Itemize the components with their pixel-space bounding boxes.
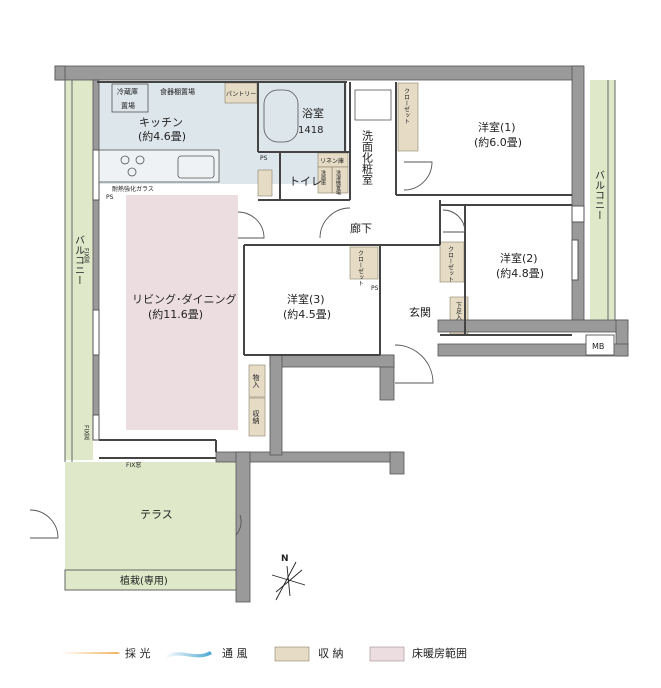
entrance-label: 玄関	[409, 305, 431, 319]
room3-area-label: (約4.5畳)	[283, 307, 331, 321]
balcony-right-area	[590, 80, 615, 320]
room2-area-label: (約4.8畳)	[496, 266, 544, 280]
small-storage	[317, 166, 333, 194]
ps3-label: PS	[371, 285, 379, 292]
planting-label: 植栽(専用)	[120, 574, 168, 587]
room2-label: 洋室(2)	[500, 251, 538, 265]
doors	[29, 161, 466, 539]
living-area-label: (約11.6畳)	[148, 307, 203, 321]
compass-label: N	[281, 554, 289, 564]
washer-label: 洗濯機置場	[335, 169, 341, 196]
storage-1	[248, 364, 266, 398]
kitchen-label: キッチン	[139, 116, 183, 129]
pantry-label: パントリー	[226, 91, 256, 98]
room3-label: 洋室(3)	[287, 292, 325, 306]
legend-storage-label: 収 納	[318, 647, 344, 660]
mb-label: MB	[592, 342, 604, 351]
glass-label: 耐熱強化ガラス	[112, 185, 154, 193]
terrace-label: テラス	[140, 508, 173, 521]
kitchen-area-label: (約4.6畳)	[138, 129, 186, 143]
fix-window2-label: FIX窓	[83, 248, 90, 264]
closet-1-storage	[397, 82, 419, 152]
hallway-label: 廊下	[350, 221, 372, 235]
legend-wind-label: 通 風	[222, 647, 248, 660]
storage2-label: 収納	[252, 410, 260, 425]
balcony-left-label: バルコニー	[73, 235, 85, 285]
ps1-label: PS	[260, 155, 268, 162]
room1-label: 洋室(1)	[478, 120, 516, 134]
ps2-label: PS	[106, 194, 114, 201]
bath-size-label: 1418	[298, 125, 323, 136]
dish-dryer-label: 食器棚置場	[160, 87, 195, 96]
room1-area-label: (約6.0畳)	[474, 135, 522, 149]
fix-window3-label: FIX窓	[83, 425, 90, 441]
fridge-label: 冷蔵庫	[117, 87, 138, 96]
kitchen-fixtures	[98, 83, 392, 183]
legend-light-label: 採 光	[125, 646, 151, 660]
closet1-label: クローゼット	[403, 88, 410, 124]
legend-wind-arrow	[165, 651, 212, 659]
fridge-place-label: 置場	[121, 101, 135, 110]
closet3-label: クローゼット	[357, 250, 364, 286]
closet2-label: クローゼット	[447, 246, 454, 282]
balcony-left-area	[65, 80, 93, 460]
legend-heating-label: 床暖房範囲	[412, 646, 467, 660]
fix-window1-label: FIX窓	[126, 461, 141, 469]
living-heating-area	[126, 195, 238, 430]
storage-2	[248, 397, 266, 437]
legend-storage-swatch	[274, 646, 310, 662]
bath-area	[260, 82, 345, 152]
shoe-label: 下足入	[455, 302, 462, 320]
storage1-label: 物入	[252, 373, 260, 388]
legend-light-arrow	[60, 648, 120, 658]
balcony-rails	[64, 80, 616, 462]
living-label: リビング･ダイニング	[132, 292, 237, 306]
legend-heating-swatch	[369, 646, 405, 662]
closet-3-storage	[349, 246, 379, 280]
bath-label: 浴室	[302, 106, 324, 120]
balcony-right-label: バルコニー	[593, 170, 605, 220]
washroom-label: 洗面化粧室	[361, 130, 374, 185]
compass-rose	[271, 561, 306, 601]
legend: 採 光 通 風 収 納 床暖房範囲	[60, 646, 467, 662]
toilet-storage	[257, 169, 273, 197]
linen-label: リネン庫	[320, 157, 344, 165]
windows	[92, 149, 585, 441]
small-storage-label: 洗面庫	[320, 169, 326, 186]
toilet-label: トイレ	[289, 175, 322, 188]
inner-walls	[97, 81, 572, 459]
terrace-area	[65, 462, 237, 570]
